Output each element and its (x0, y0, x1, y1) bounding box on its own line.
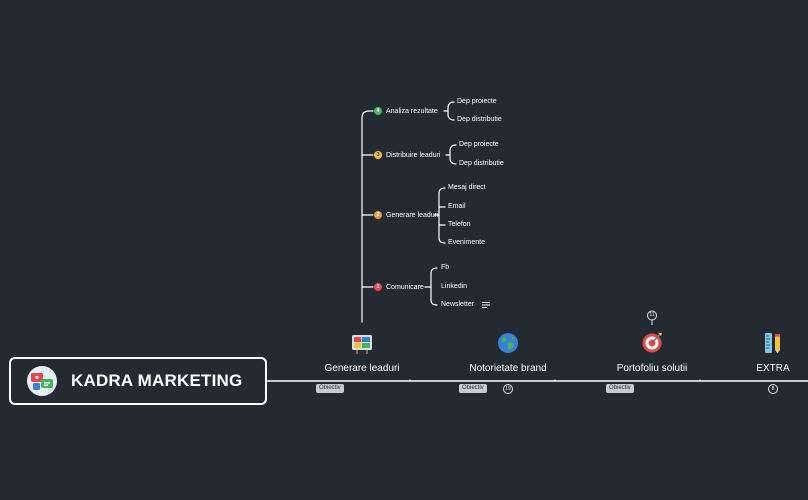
leaf-item[interactable]: Linkedin (441, 283, 468, 290)
count-pin-icon[interactable] (646, 310, 658, 326)
subtopic-label: Generare leaduri (386, 211, 439, 219)
subtopic-label: Distribuire leaduri (386, 151, 441, 159)
count-badge: 11 (649, 312, 655, 318)
leaf-item[interactable]: Fb (441, 264, 450, 271)
leaf-item[interactable]: Evenimente (448, 239, 485, 246)
notes-icon[interactable] (482, 302, 490, 308)
target-icon (642, 333, 662, 353)
topic-portofoliu-solutii[interactable]: Portofoliu solutii (616, 363, 688, 374)
leaf-item[interactable]: Mesaj direct (448, 184, 486, 191)
root-title: KADRA MARKETING (71, 371, 243, 390)
count-badge[interactable]: 8 (768, 384, 778, 394)
leaf-item[interactable]: Dep proiecte (459, 141, 499, 148)
subtopic-distribuire-leaduri[interactable]: 3 Distribuire leaduri (374, 151, 440, 159)
priority-3-icon: 3 (374, 151, 382, 159)
objective-label: Obiectiv (459, 384, 487, 393)
stationery-icon (765, 333, 780, 354)
topic-generare-leaduri[interactable]: Generare leaduri (324, 363, 400, 374)
subtopic-analiza-rezultate[interactable]: 4 Analiza rezultate (374, 107, 438, 115)
subtopic-label: Comunicare (386, 283, 424, 291)
leaf-item[interactable]: Dep distributie (459, 160, 504, 167)
objective-label: Obiectiv (606, 384, 634, 393)
billboard-icon (352, 335, 372, 354)
subtopic-comunicare[interactable]: 1 Comunicare (374, 283, 424, 291)
marketing-icon (27, 366, 57, 396)
globe-icon (498, 333, 518, 353)
count-badge[interactable]: 19 (503, 384, 513, 394)
priority-1-icon: 1 (374, 283, 382, 291)
priority-2-icon: 2 (374, 211, 382, 219)
priority-4-icon: 4 (374, 107, 382, 115)
leaf-item[interactable]: Telefon (448, 221, 471, 228)
leaf-item[interactable]: Email (448, 203, 466, 210)
topic-notorietate-brand[interactable]: Notorietate brand (469, 363, 547, 374)
leaf-item[interactable]: Dep proiecte (457, 98, 497, 105)
subtopic-generare-leaduri[interactable]: 2 Generare leaduri (374, 211, 439, 219)
objective-label: Obiectiv (316, 384, 344, 393)
root-topic[interactable]: KADRA MARKETING (9, 357, 267, 405)
subtopic-label: Analiza rezultate (386, 107, 438, 115)
topic-extra[interactable]: EXTRA (756, 363, 790, 374)
leaf-item[interactable]: Newsletter (441, 301, 475, 308)
leaf-item[interactable]: Dep distributie (457, 116, 502, 123)
